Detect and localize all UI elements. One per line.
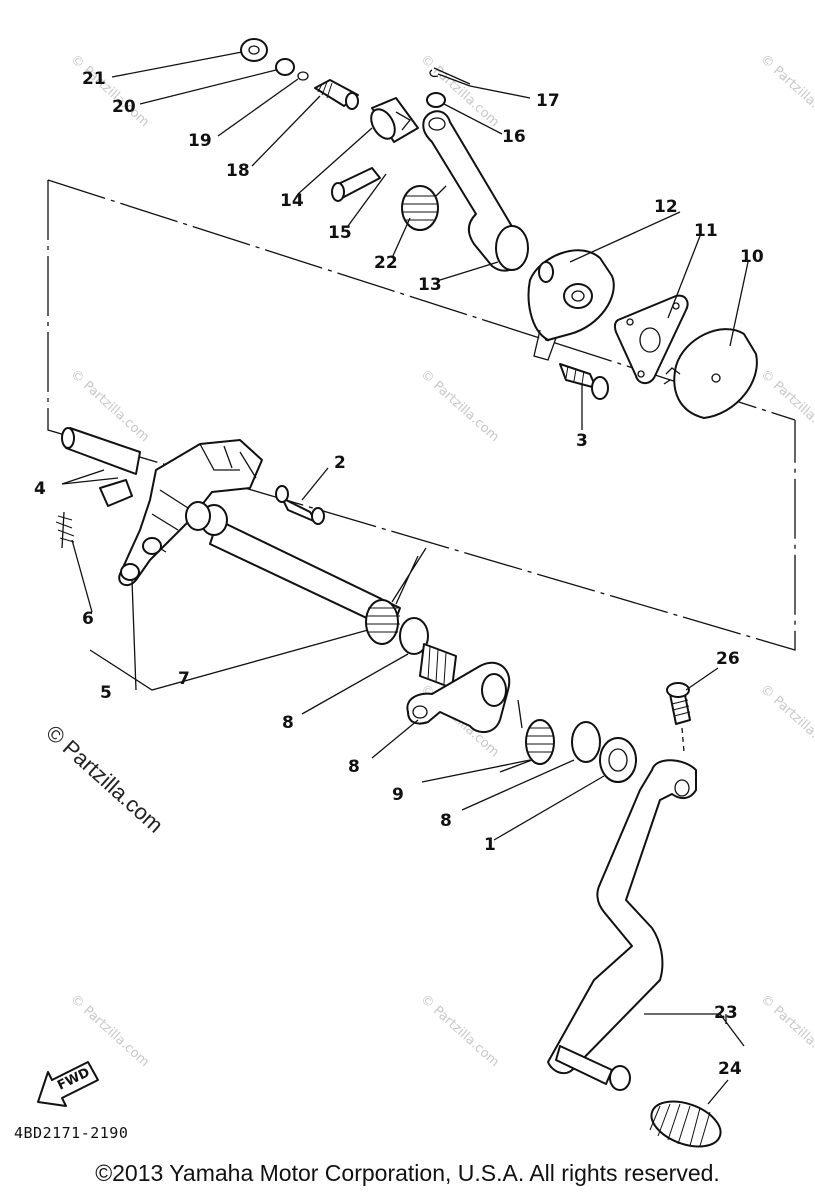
watermark: © Partzilla.com	[417, 992, 502, 1070]
watermark: © Partzilla.com	[417, 367, 502, 445]
callout-5: 5	[100, 683, 112, 703]
callout-11: 10	[740, 247, 764, 267]
assembly-frame	[47, 180, 796, 651]
watermark: © Partzilla.com	[757, 367, 815, 445]
callout-numbers: 21 20 19 18 14 15 22 13 17 16 12 11 10 3…	[34, 69, 764, 1079]
callout-3: 3	[576, 431, 588, 451]
callout-20: 19	[188, 131, 212, 151]
part-joint-15	[370, 97, 419, 143]
part-shift-pedal-24	[547, 759, 697, 1075]
part-peg-25	[555, 1045, 722, 1148]
part-shift-shaft-body	[185, 501, 401, 631]
callout-6: 6	[82, 609, 94, 629]
watermark: © Partzilla.com	[757, 52, 815, 130]
exploded-parts-diagram: © Partzilla.com © Partzilla.com © Partzi…	[34, 38, 815, 1148]
callout-9: 8	[348, 757, 360, 777]
part-bolt-3	[559, 363, 609, 400]
part-cover-11	[663, 328, 758, 419]
copyright-notice: ©2013 Yamaha Motor Corporation, U.S.A. A…	[95, 1160, 720, 1186]
watermark: © Partzilla.com	[757, 682, 815, 760]
callout-14: 13	[418, 275, 442, 295]
callout-7: 7	[178, 669, 190, 689]
callout-12: 11	[694, 221, 718, 241]
callout-22: 21	[82, 69, 106, 89]
callout-8: 8	[282, 713, 294, 733]
callout-8: 8	[440, 811, 452, 831]
assembly-frame-top	[47, 179, 796, 421]
callout-24: 23	[714, 1003, 738, 1023]
part-cam-13	[527, 249, 615, 361]
part-spring-23	[401, 185, 447, 231]
part-nut-22	[240, 38, 268, 62]
part-cotter-pin-18	[429, 67, 471, 87]
callout-15: 14	[280, 191, 304, 211]
part-shift-arm-14	[422, 110, 529, 272]
callout-23: 22	[374, 253, 398, 273]
part-pin-2	[275, 485, 325, 525]
part-seal-1	[599, 737, 637, 783]
callout-18: 17	[536, 91, 560, 111]
watermark: © Partzilla.com	[757, 992, 815, 1070]
part-collar-8a	[399, 617, 457, 689]
part-spring-7	[365, 547, 427, 645]
watermarks: © Partzilla.com © Partzilla.com © Partzi…	[67, 52, 815, 1070]
part-shift-shaft-4	[61, 427, 263, 587]
part-circlip-20	[297, 71, 309, 81]
part-bolt-19	[314, 79, 359, 110]
part-bolt-26	[666, 682, 691, 753]
callout-17: 16	[502, 127, 526, 147]
document-code: 4BD2171-2190	[14, 1124, 129, 1142]
part-spring-10	[499, 699, 555, 773]
callout-1: 1	[484, 835, 496, 855]
callout-16: 15	[328, 223, 352, 243]
part-pin-16	[331, 167, 381, 202]
part-washer-8b	[571, 721, 601, 763]
callout-10: 9	[392, 785, 404, 805]
part-spring-6	[55, 511, 75, 549]
callout-25: 24	[718, 1059, 742, 1079]
callout-4: 4	[34, 479, 46, 499]
callout-19: 18	[226, 161, 250, 181]
part-lever-9	[406, 661, 511, 733]
callout-2: 2	[334, 453, 346, 473]
callout-21: 20	[112, 97, 136, 117]
leader-lines	[61, 51, 749, 1105]
watermark: © Partzilla.com	[67, 52, 152, 130]
callout-26: 26	[716, 649, 740, 669]
part-plate-12	[613, 294, 689, 384]
part-washer-21	[275, 58, 295, 76]
watermark: © Partzilla.com	[67, 992, 152, 1070]
fwd-arrow-icon: FWD	[37, 1061, 99, 1107]
callout-13: 12	[654, 197, 678, 217]
part-washer-17	[426, 92, 446, 108]
